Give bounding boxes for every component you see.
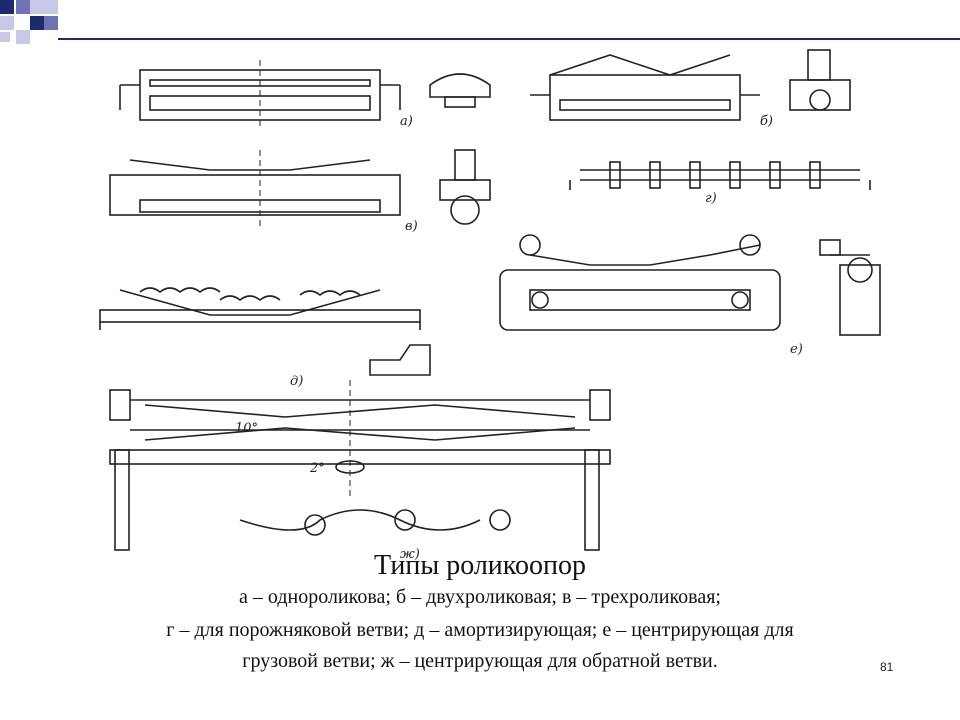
label-v: в) xyxy=(405,219,418,234)
angle-10: 10° xyxy=(235,421,258,436)
caption-line-1: а – однороликова; б – двухроликовая; в –… xyxy=(239,586,721,608)
roller-support-drawing: а) б) в) г) xyxy=(60,40,920,560)
label-g: г) xyxy=(705,191,717,206)
label-e: е) xyxy=(790,342,803,357)
slide-title: Типы роликоопор xyxy=(374,550,586,581)
caption-line-2: г – для порожняковой ветви; д – амортизи… xyxy=(166,619,794,641)
figure-b: б) xyxy=(530,49,851,129)
figure-zh: 10° 2° ж) xyxy=(109,380,611,560)
label-d: д) xyxy=(290,374,303,389)
label-a: а) xyxy=(400,114,413,129)
label-b: б) xyxy=(760,114,773,129)
label-zh: ж) xyxy=(400,547,420,560)
angle-2: 2° xyxy=(309,461,325,476)
corner-decoration xyxy=(0,0,140,60)
header-rule xyxy=(58,38,960,40)
figure-a: а) xyxy=(119,60,491,130)
figure-d: д) xyxy=(99,287,431,389)
caption-line-3: грузовой ветви; ж – центрирующая для обр… xyxy=(242,650,718,672)
figure-e: е) xyxy=(499,234,881,357)
figure-v: в) xyxy=(109,149,491,234)
figure-g: г) xyxy=(569,161,871,206)
page-number: 81 xyxy=(880,660,894,674)
